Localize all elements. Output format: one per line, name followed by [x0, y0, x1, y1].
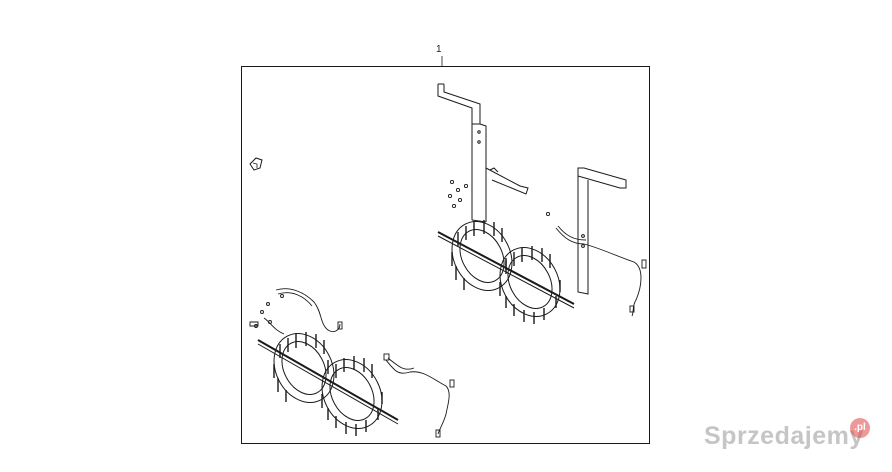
callout-number: 1: [436, 44, 442, 55]
roller-assembly-upper: [437, 220, 575, 324]
clip-part: [249, 157, 263, 171]
roller-assembly-lower: [257, 332, 399, 436]
bracket-upper-right: [577, 167, 627, 295]
diagram-frame: [241, 66, 650, 444]
fasteners-upper: [447, 179, 469, 209]
watermark-badge: .pl: [850, 418, 870, 438]
wire-harness-lower-left: [249, 288, 343, 335]
bracket-upper-left: [437, 83, 529, 223]
wire-harness-lower-right: [383, 353, 455, 438]
watermark-text: Sprzedajemy: [704, 422, 864, 450]
wire-harness-upper: [545, 211, 647, 317]
